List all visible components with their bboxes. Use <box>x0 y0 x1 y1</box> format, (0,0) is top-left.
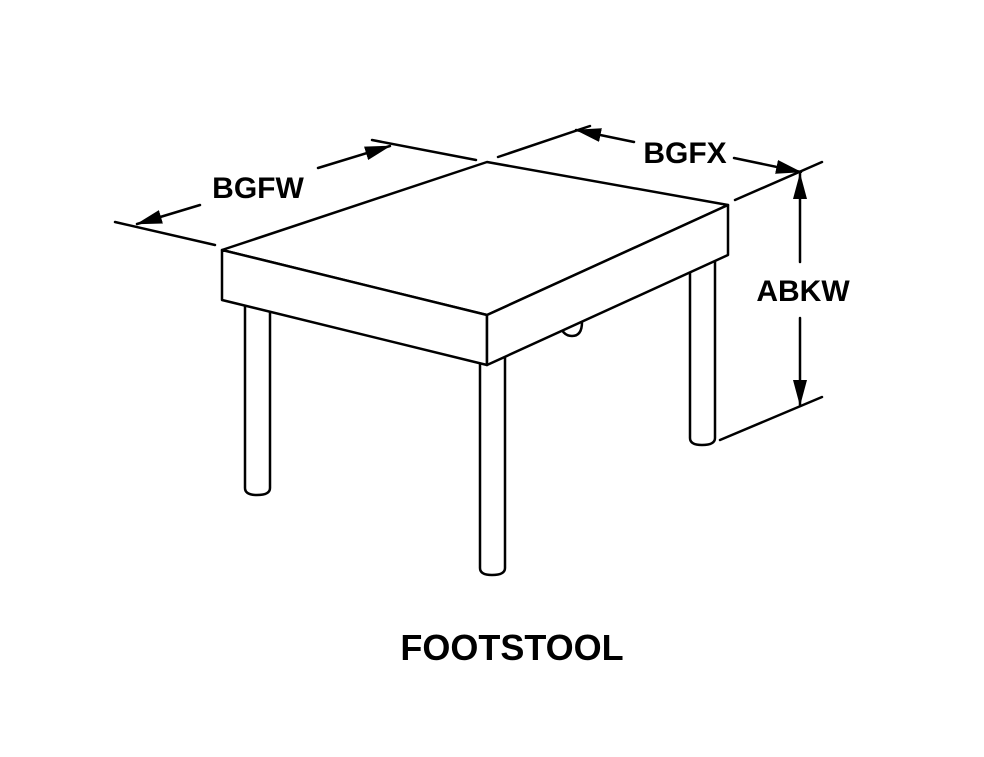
dimension-height: ABKW <box>718 172 850 442</box>
dimension-arrow <box>135 203 202 226</box>
dimension-arrow <box>316 144 392 170</box>
dimension-depth: BGFX <box>496 124 824 202</box>
dimension-width: BGFW <box>113 138 478 247</box>
dimension-arrow <box>732 156 803 174</box>
front-leg <box>478 353 507 577</box>
height-label: ABKW <box>756 275 850 308</box>
diagram-title: FOOTSTOOL <box>400 627 623 668</box>
extension-line <box>496 124 592 159</box>
table-legs <box>243 248 717 577</box>
extension-line <box>113 220 217 247</box>
left-leg <box>243 298 272 497</box>
dimension-arrow <box>574 128 636 144</box>
front-right-face <box>485 203 730 367</box>
extension-line <box>718 395 824 442</box>
extension-line <box>370 138 478 162</box>
depth-label: BGFX <box>643 137 726 170</box>
right-leg <box>688 248 717 447</box>
extension-line <box>733 160 824 202</box>
table-top <box>220 160 730 367</box>
width-label: BGFW <box>212 172 304 205</box>
